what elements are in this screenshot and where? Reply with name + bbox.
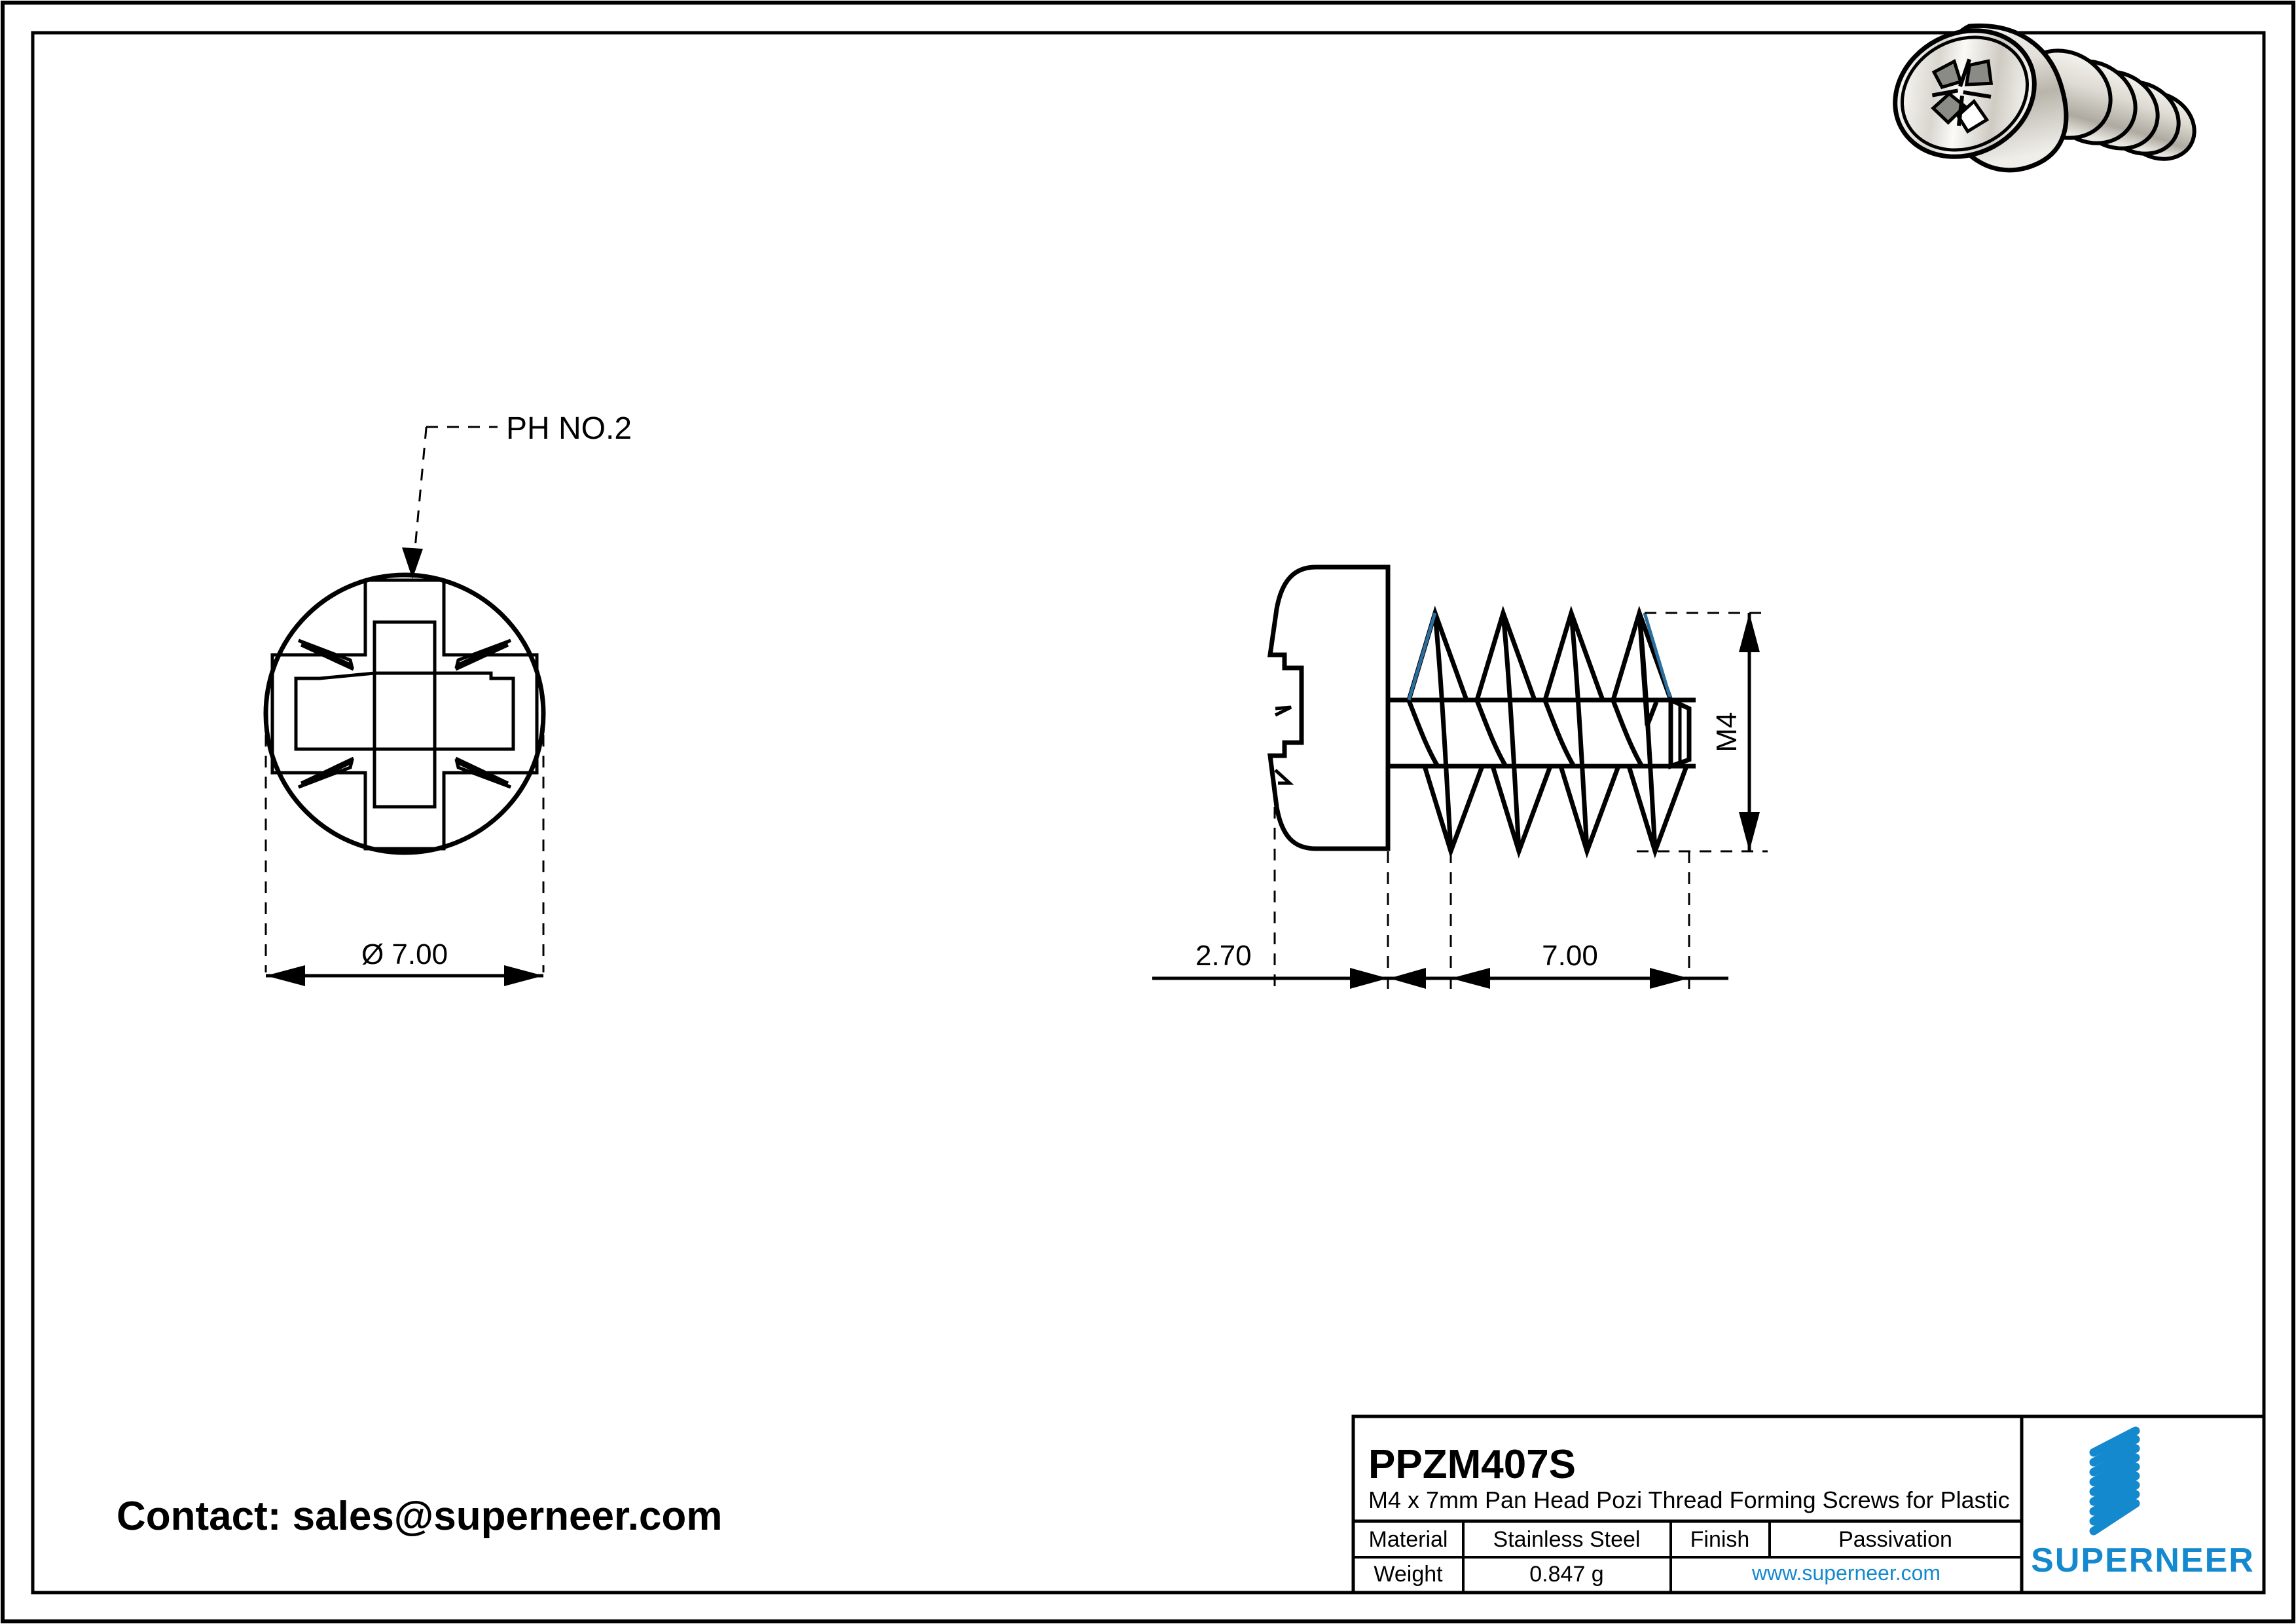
m4-arrow-bottom xyxy=(1739,812,1760,851)
pozi-rib-upper-left-2 xyxy=(300,643,355,671)
pozidriv-inner-cross xyxy=(294,620,515,809)
length-dim-arrow-right xyxy=(1650,968,1689,989)
finish-value: Passivation xyxy=(1838,1527,1952,1552)
dia-arrow-left xyxy=(266,965,305,986)
website-link[interactable]: www.superneer.com xyxy=(1751,1561,1941,1585)
head-thickness-dimension-label: 2.70 xyxy=(1195,940,1252,972)
finish-label: Finish xyxy=(1690,1527,1750,1552)
head-dim-arrow-left xyxy=(1389,968,1426,989)
superneer-logo-icon xyxy=(2089,1426,2140,1536)
head-recess-tick-bottom xyxy=(1274,769,1294,785)
diameter-dimension-label: Ø 7.00 xyxy=(361,938,448,970)
part-number: PPZM407S xyxy=(1368,1442,1576,1487)
ph-leader-label: PH NO.2 xyxy=(506,411,632,446)
pozi-rib-upper-right xyxy=(454,638,512,669)
material-value: Stainless Steel xyxy=(1493,1527,1641,1552)
weight-value: 0.847 g xyxy=(1529,1562,1603,1587)
ph-leader-arrow xyxy=(402,547,423,579)
ph-leader-elbow xyxy=(411,427,428,577)
pozi-rib-lower-left-2 xyxy=(300,756,355,785)
pan-head-outline xyxy=(1267,564,1391,851)
m4-arrow-top xyxy=(1739,613,1760,652)
iso-screw-body xyxy=(1893,23,2196,173)
head-dim-arrow-right xyxy=(1350,968,1388,989)
thread-end-notch xyxy=(1637,612,1659,727)
length-dimension-label: 7.00 xyxy=(1542,940,1598,972)
pozidriv-center-square xyxy=(373,671,437,751)
head-recess-tick-top xyxy=(1274,705,1292,717)
weight-label: Weight xyxy=(1374,1562,1443,1587)
thread-end-face xyxy=(1668,696,1692,769)
pozi-rib-upper-right-2 xyxy=(454,643,509,671)
iso-head-rim xyxy=(1900,35,2030,152)
iso-pozidriv-recess xyxy=(1931,58,1994,134)
contact-text: Contact: sales@superneer.com xyxy=(117,1494,722,1539)
dia-arrow-right xyxy=(504,965,543,986)
pozi-rib-lower-right-2 xyxy=(454,756,509,785)
m4-dimension-label: M4 xyxy=(1711,712,1743,752)
material-label: Material xyxy=(1369,1527,1448,1552)
length-dim-arrow-left xyxy=(1451,968,1490,989)
inner-border xyxy=(31,31,2266,1595)
superneer-wordmark: SUPERNEER xyxy=(2031,1541,2255,1579)
part-description: M4 x 7mm Pan Head Pozi Thread Forming Sc… xyxy=(1368,1486,2010,1513)
